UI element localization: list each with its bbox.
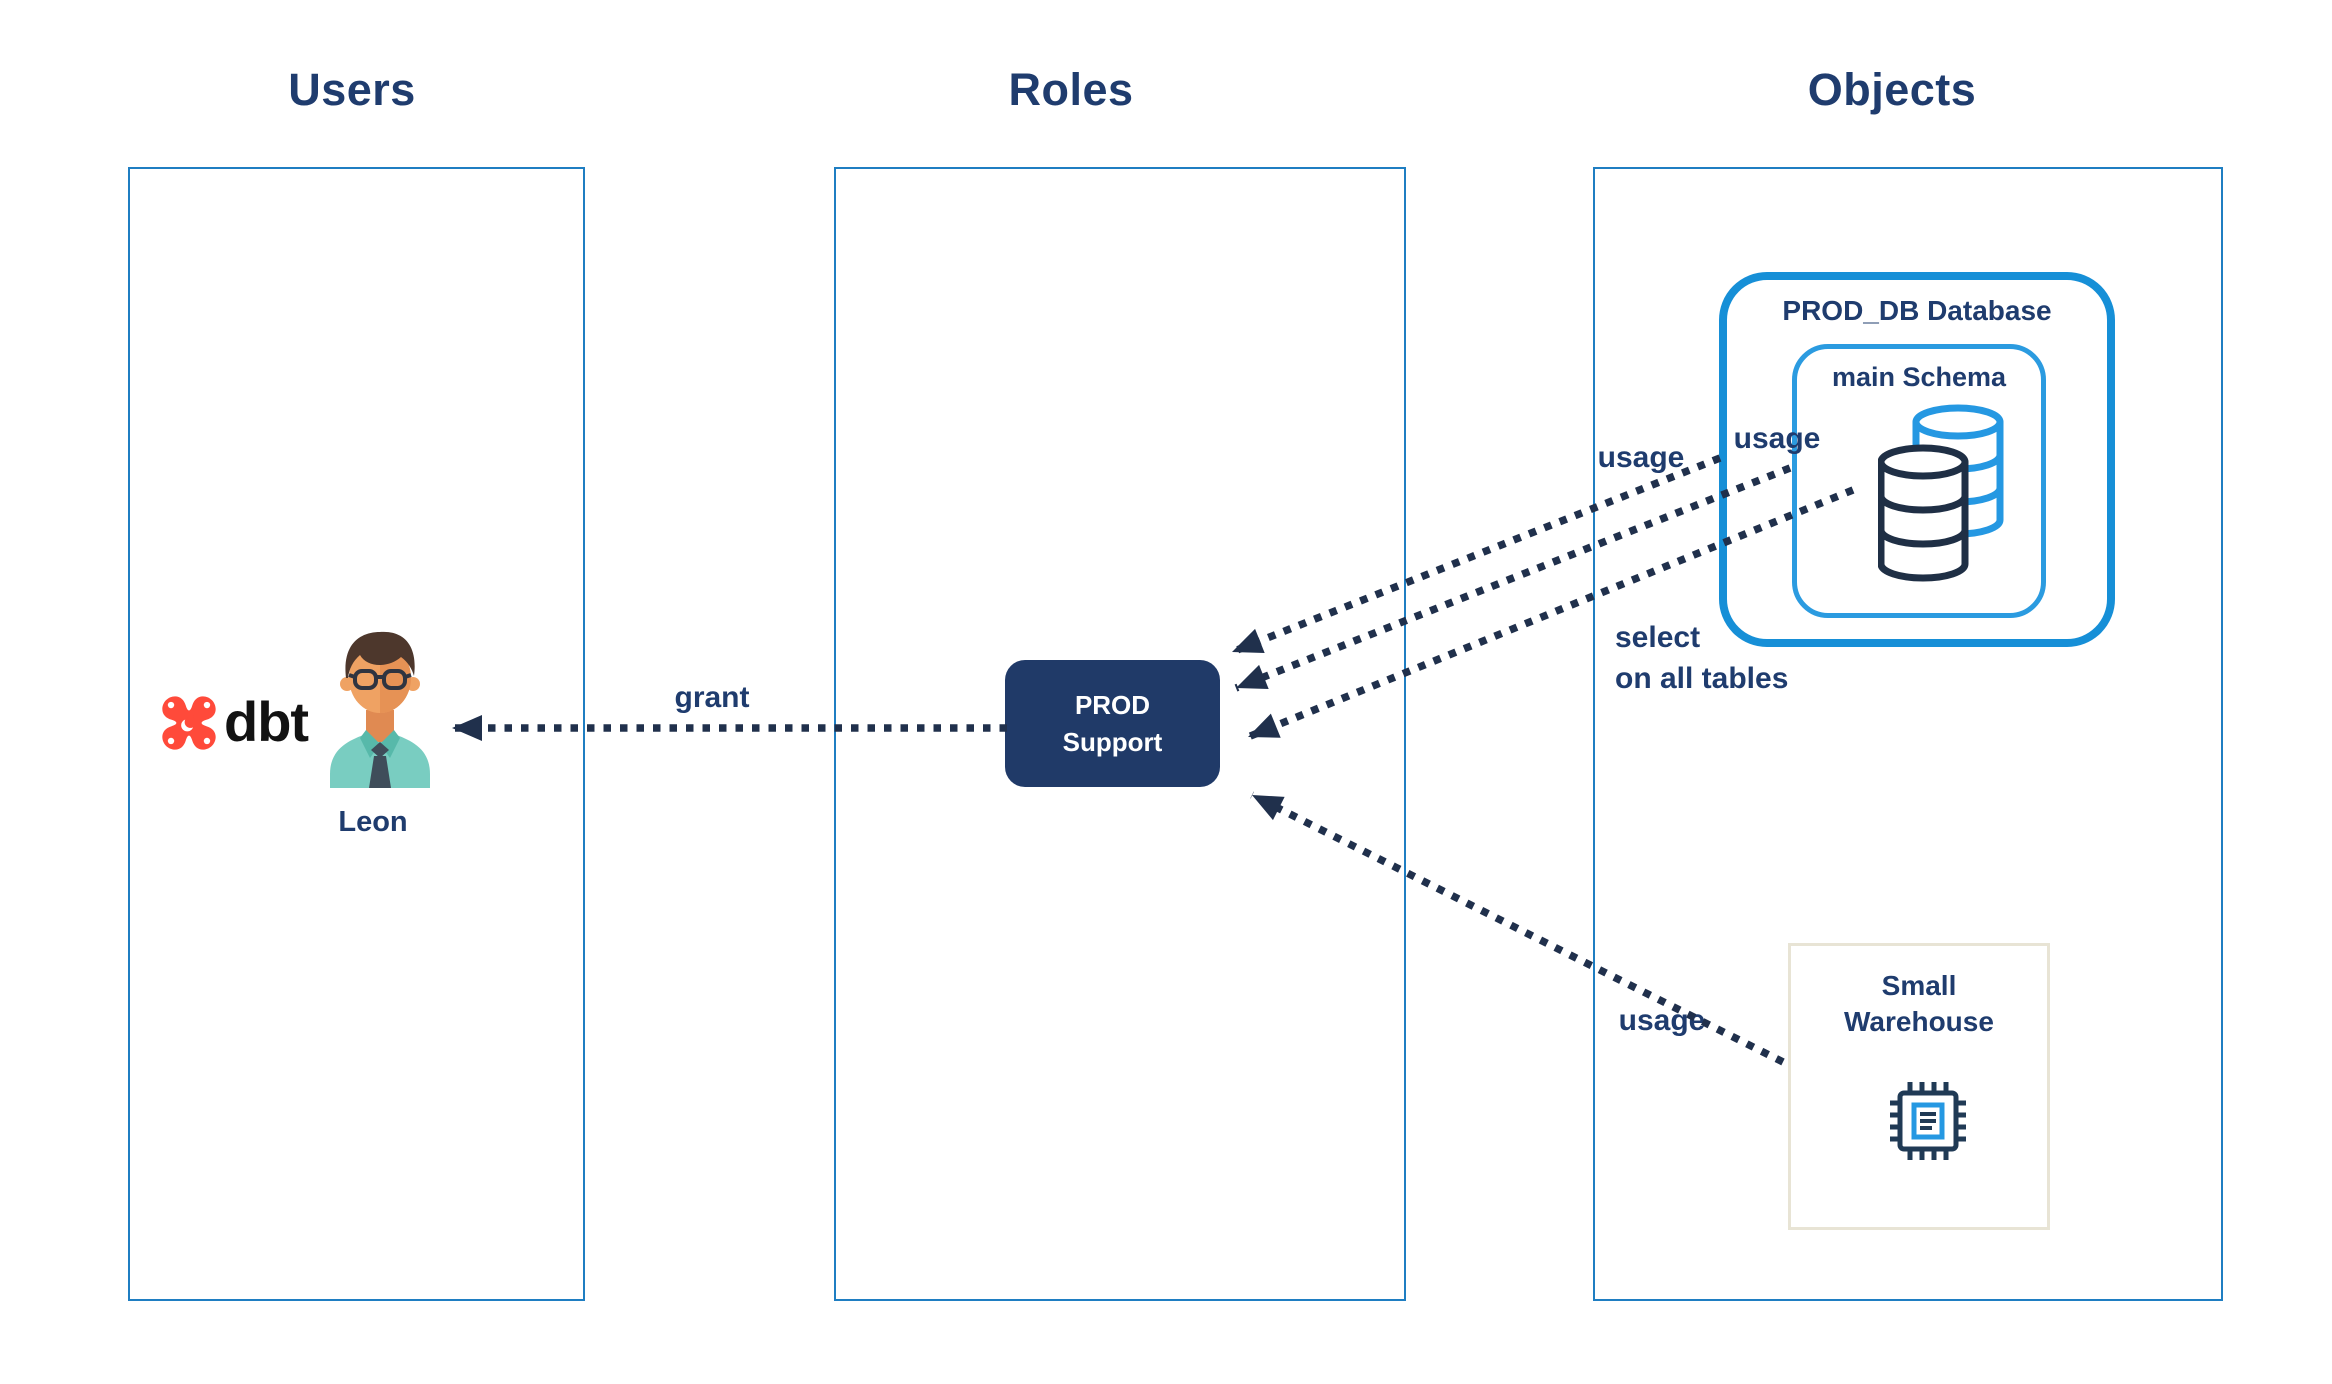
prod-db-database-label: PROD_DB Database: [1782, 295, 2052, 326]
usage-schema-edge-label: usage: [1733, 422, 1821, 455]
database-cylinders-icon: [1878, 404, 2004, 582]
small-warehouse-node: Small Warehouse: [1788, 943, 2050, 1230]
usage-warehouse-edge-label: usage: [1618, 1004, 1706, 1037]
grant-edge-label: grant: [674, 681, 750, 714]
users-column-title: Users: [288, 64, 416, 115]
select-on-all-tables-edge-label: select on all tables: [1615, 621, 1789, 695]
roles-column-title: Roles: [1008, 64, 1134, 115]
objects-column-title: Objects: [1807, 64, 1977, 115]
usage-database-edge-label: usage: [1597, 441, 1685, 474]
dbt-star-icon: [162, 696, 216, 750]
role-label-line2: Support: [1062, 726, 1163, 757]
role-label-line1: PROD: [1074, 689, 1151, 720]
prod-support-role-node: PROD Support: [1005, 660, 1220, 787]
user-avatar: [330, 631, 430, 788]
main-schema-label: main Schema: [1831, 362, 2007, 392]
cpu-chip-icon: [1890, 1082, 1966, 1160]
user-name-label: Leon: [338, 806, 408, 838]
dbt-logo-text: dbt: [224, 690, 309, 753]
small-warehouse-label: Small Warehouse: [1844, 970, 1994, 1037]
